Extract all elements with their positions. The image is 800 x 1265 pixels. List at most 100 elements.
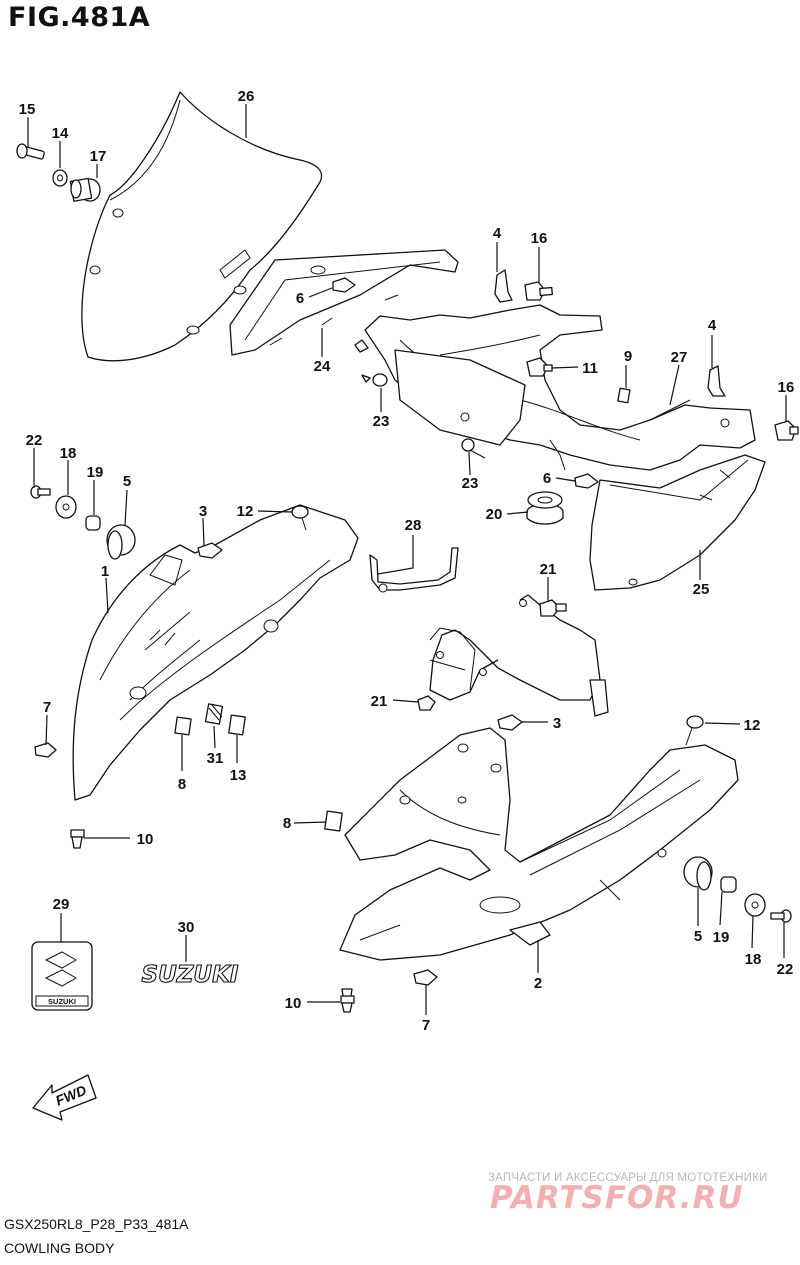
side-cowl-left-1-part xyxy=(72,504,359,801)
fastener-10-upper-part xyxy=(70,829,85,849)
figure-title: FIG.481A xyxy=(8,2,151,33)
nut-3-upper-part xyxy=(197,542,223,559)
callout-27: 27 xyxy=(671,349,688,366)
callout-7-left: 7 xyxy=(43,699,51,716)
callout-23-upper: 23 xyxy=(373,413,390,430)
nut-6-upper-part xyxy=(332,277,356,293)
callout-2: 2 xyxy=(534,975,542,992)
emblem-badge-text: SUZUKI xyxy=(48,997,76,1006)
bolt-21-upper-part xyxy=(539,599,567,617)
bracket-21-part xyxy=(429,594,609,717)
callout-21-lower: 21 xyxy=(371,693,388,710)
callout-10-lower: 10 xyxy=(285,995,302,1012)
grommet-5-right-part xyxy=(683,856,713,891)
callout-6-lower: 6 xyxy=(543,470,551,487)
washer-14-part xyxy=(52,169,68,187)
callout-21-upper: 21 xyxy=(540,561,557,578)
diagram-caption: COWLING BODY xyxy=(4,1240,115,1256)
stay-28-part xyxy=(369,547,459,593)
callout-9: 9 xyxy=(624,348,632,365)
plate-9-part xyxy=(617,387,631,404)
callout-8-lower: 8 xyxy=(283,815,291,832)
spacer-19-right-part xyxy=(720,876,737,893)
callout-26: 26 xyxy=(238,88,255,105)
callout-22-right: 22 xyxy=(777,961,794,978)
screw-22-right-part xyxy=(770,909,792,923)
callout-31: 31 xyxy=(207,750,224,767)
fastener-10-lower-part xyxy=(340,988,355,1013)
callout-25: 25 xyxy=(693,581,710,598)
callout-5-left: 5 xyxy=(123,473,131,490)
bolt-16-upper-part xyxy=(524,281,553,301)
callout-6-upper: 6 xyxy=(296,290,304,307)
spacer-19-left-part xyxy=(85,515,101,531)
clip-4-upper-part xyxy=(494,269,513,303)
lower-cowl-2-part xyxy=(339,727,739,961)
callout-18-left: 18 xyxy=(60,445,77,462)
collar-17-part xyxy=(69,177,101,202)
nut-3-lower-part xyxy=(497,714,523,731)
clip-8-left-part xyxy=(174,716,192,736)
nut-7-lower-part xyxy=(413,969,438,986)
callout-23-lower: 23 xyxy=(462,475,479,492)
watermark-logo: PARTSFOR.RU xyxy=(490,1180,744,1216)
cowling-frame-27-part xyxy=(354,304,756,471)
screw-12-lower-part xyxy=(685,715,704,746)
callout-8-left: 8 xyxy=(178,776,186,793)
callout-numbers: 15 14 17 26 4 16 6 24 11 9 27 4 16 23 22… xyxy=(19,88,795,1034)
callout-5-right: 5 xyxy=(694,928,702,945)
clip-8-lower-part xyxy=(324,810,343,832)
screw-15-part xyxy=(16,143,45,160)
callout-4-upper: 4 xyxy=(493,225,502,242)
fwd-arrow: FWD xyxy=(32,1074,97,1121)
callout-10-upper: 10 xyxy=(137,831,154,848)
emblem-29-part: SUZUKI xyxy=(31,941,93,1011)
screw-23-upper-part xyxy=(361,373,388,387)
nut-11-part xyxy=(526,357,553,377)
callout-30: 30 xyxy=(178,919,195,936)
callout-22-left: 22 xyxy=(26,432,43,449)
callout-18-right: 18 xyxy=(745,951,762,968)
side-trim-25-part xyxy=(589,454,766,591)
callout-20: 20 xyxy=(486,506,503,523)
callout-24: 24 xyxy=(314,358,331,375)
callout-3-upper: 3 xyxy=(199,503,207,520)
nut-7-left-part xyxy=(34,742,57,758)
callout-1: 1 xyxy=(101,563,109,580)
callout-17: 17 xyxy=(90,148,107,165)
callout-3-lower: 3 xyxy=(553,715,561,732)
tape-31-part xyxy=(204,703,224,725)
callout-12-lower: 12 xyxy=(744,717,761,734)
callout-16-right: 16 xyxy=(778,379,795,396)
callout-13: 13 xyxy=(230,767,247,784)
callout-29: 29 xyxy=(53,896,70,913)
bolt-16-right-part xyxy=(774,420,799,441)
diagram-code: GSX250RL8_P28_P33_481A xyxy=(4,1216,189,1232)
bolt-21-lower-part xyxy=(417,695,436,711)
callout-19-left: 19 xyxy=(87,464,104,481)
screw-23-lower-part xyxy=(461,438,486,459)
inner-panel-24-part xyxy=(229,249,459,356)
screw-22-left-part xyxy=(30,485,51,499)
windscreen-part xyxy=(81,91,323,362)
callout-28: 28 xyxy=(405,517,422,534)
callout-16-upper: 16 xyxy=(531,230,548,247)
leader-lines xyxy=(27,104,787,1015)
washer-18-left-part xyxy=(55,495,77,519)
washer-18-right-part xyxy=(744,893,766,917)
watermark-tagline: ЗАПЧАСТИ И АКСЕССУАРЫ ДЛЯ МОТОТЕХНИКИ xyxy=(488,1172,768,1184)
callout-4-right: 4 xyxy=(708,317,717,334)
nut-6-lower-part xyxy=(574,473,599,489)
decal-30-part: SUZUKI xyxy=(141,961,240,988)
callout-14: 14 xyxy=(52,125,69,142)
tape-13-part xyxy=(228,714,246,736)
callout-15: 15 xyxy=(19,101,36,118)
clip-4-right-part xyxy=(707,365,726,397)
grommet-5-left-part xyxy=(106,524,136,560)
callout-7-lower: 7 xyxy=(422,1017,430,1034)
callout-19-right: 19 xyxy=(713,929,730,946)
callout-11: 11 xyxy=(582,360,598,377)
callout-12-upper: 12 xyxy=(237,503,254,520)
grommet-20-part xyxy=(526,491,564,525)
